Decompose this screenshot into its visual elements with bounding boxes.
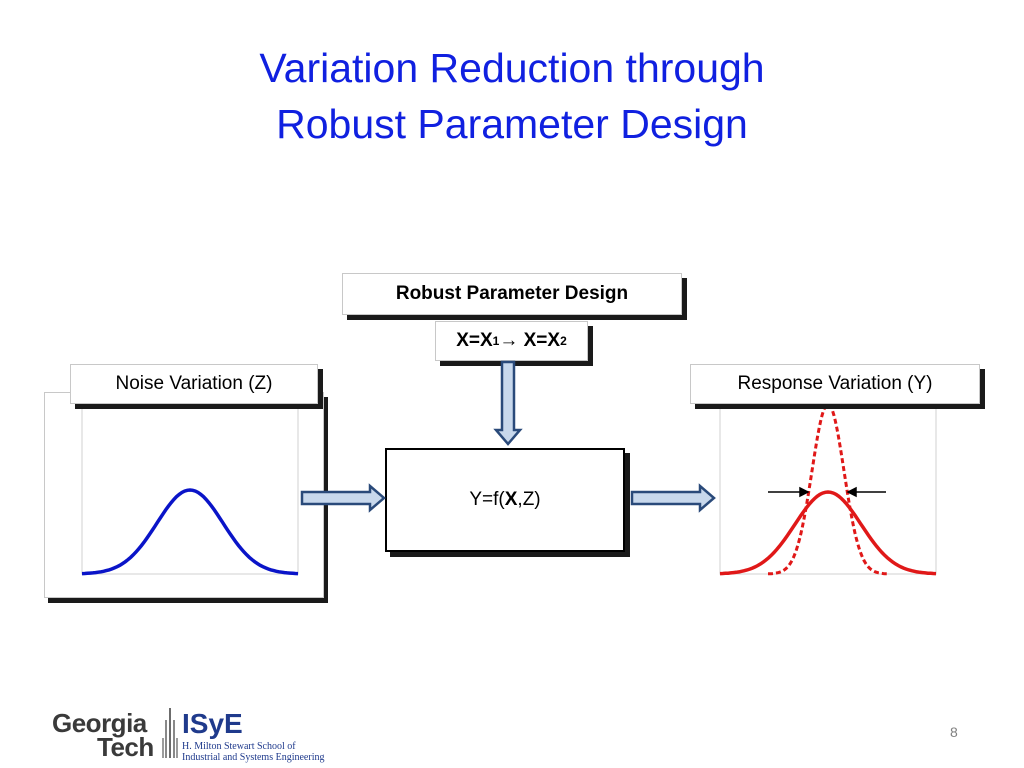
transfer-function-box: Y=f(X,Z)	[385, 448, 625, 552]
robust-parameter-design-box: Robust Parameter Design	[342, 273, 682, 315]
georgia-tech-isye-logo: Georgia Tech ISyE H. Milton Stewart Scho…	[52, 708, 325, 764]
setting-sub2: 2	[560, 334, 567, 348]
slide-title: Variation Reduction through Robust Param…	[0, 40, 1024, 152]
slide-title-line2: Robust Parameter Design	[276, 101, 748, 147]
setting-prefix: X=X	[456, 330, 493, 351]
response-plot-frame	[719, 403, 937, 575]
function-suffix: ,Z)	[517, 489, 541, 510]
function-prefix: Y=f(	[469, 489, 505, 510]
down-arrow	[493, 360, 523, 446]
response-distribution-chart	[719, 402, 937, 576]
slide-title-line1: Variation Reduction through	[259, 45, 765, 91]
setting-sub1: 1	[492, 334, 500, 348]
noise-distribution-chart	[81, 403, 299, 576]
noise-distribution-panel	[44, 392, 324, 598]
function-bold-x: X	[504, 489, 518, 510]
response-wide-curve	[719, 490, 937, 576]
logo-tech: Tech	[97, 732, 154, 762]
page-number: 8	[950, 724, 958, 740]
logo-school-line1: H. Milton Stewart School of	[182, 741, 296, 752]
noise-plot-frame	[81, 403, 299, 575]
logo-school-line2: Industrial and Systems Engineering	[182, 752, 325, 763]
setting-arrow: → X=X	[499, 330, 561, 351]
logo-georgia: Georgia	[52, 708, 147, 738]
noise-variation-label: Noise Variation (Z)	[70, 364, 318, 404]
response-variation-label: Response Variation (Y)	[690, 364, 980, 404]
response-narrow-curve	[768, 402, 888, 576]
logo-isye: ISyE	[182, 708, 243, 739]
noise-bell-curve	[81, 488, 299, 576]
tech-tower-icon	[162, 708, 178, 758]
function-to-response-arrow	[630, 483, 716, 513]
response-distribution-panel	[718, 402, 938, 578]
